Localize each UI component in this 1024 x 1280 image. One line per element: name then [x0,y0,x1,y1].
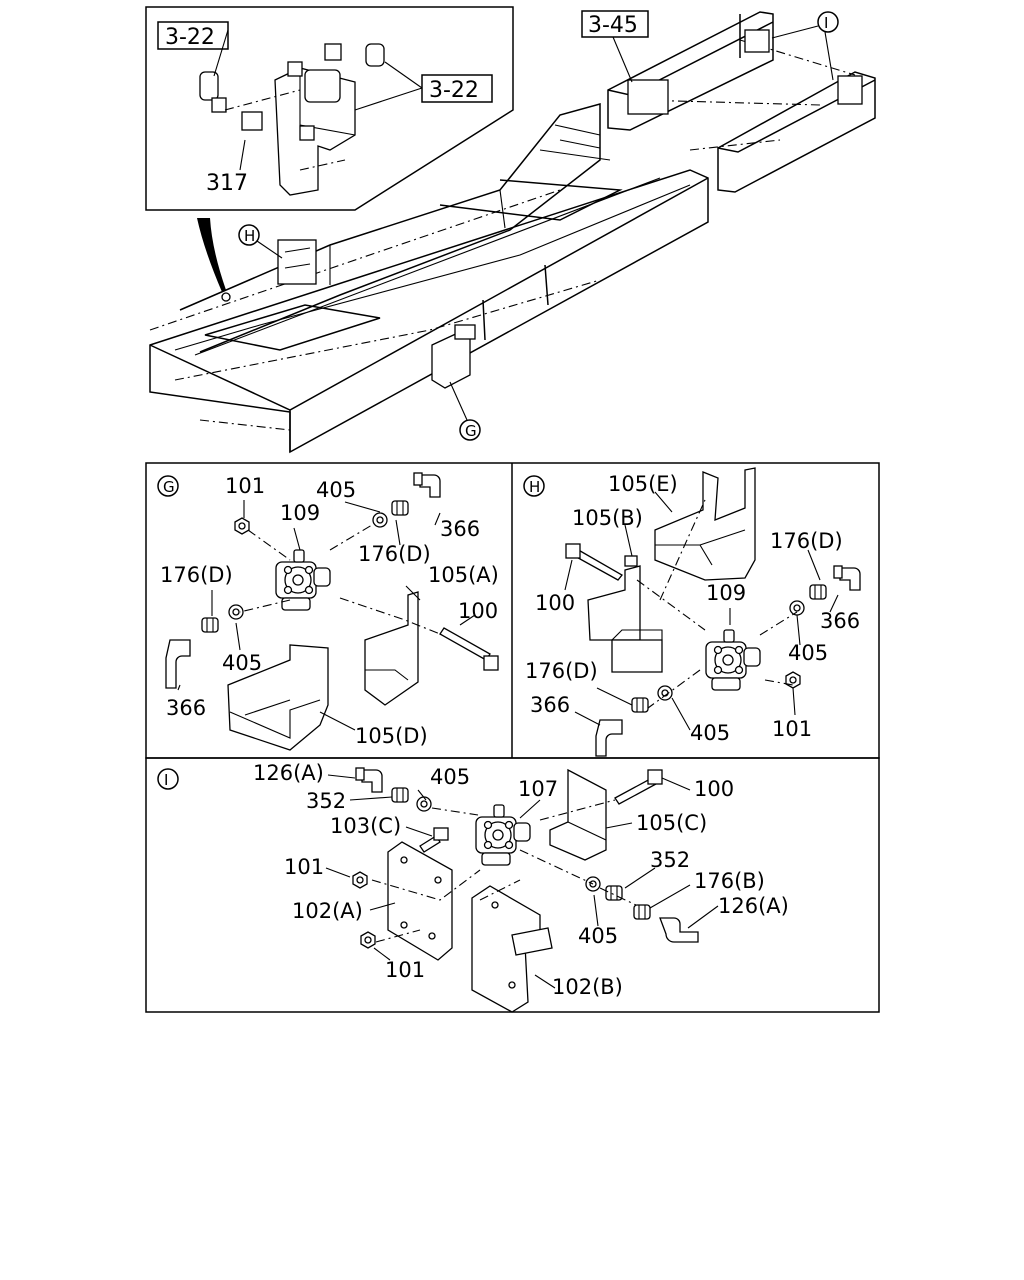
rear-frame: 3-45 I [581,10,876,193]
fitting-352-mid[interactable] [605,885,623,901]
frame-rails [149,103,709,454]
washer-405-lower[interactable] [228,604,244,620]
g-label-176d-lower: 176(D) [160,563,233,587]
fitting-176d-lower[interactable] [201,617,219,633]
h-label-105e: 105(E) [608,472,678,496]
panel-i-marker [157,768,179,790]
view-marker-g-top-label[interactable]: G [465,422,477,440]
i-label-102b: 102(B) [552,975,623,999]
view-marker-h-top[interactable] [238,224,260,246]
i-label-405-bottom: 405 [578,924,618,948]
part-317-label: 317 [206,171,248,196]
bracket-105d[interactable] [227,644,329,751]
i-label-105c: 105(C) [636,811,707,835]
fitting-176b[interactable] [633,904,651,920]
view-marker-g-top[interactable] [459,419,481,441]
i-label-405-top: 405 [430,765,470,789]
ref-3-22-a[interactable]: 3-22 [165,25,215,50]
panel-h: H 105(E) 105(B) 176(D) 100 109 366 405 1… [523,467,861,757]
washer-405-top[interactable] [416,796,432,812]
washer-405-h-lower[interactable] [657,685,673,701]
h-label-366-upper: 366 [820,609,860,633]
g-label-366-lower: 366 [166,696,206,720]
g-label-405-upper: 405 [316,478,356,502]
ref-3-22-b[interactable]: 3-22 [429,78,479,103]
ref-3-45[interactable]: 3-45 [588,13,638,38]
g-label-100: 100 [458,599,498,623]
h-label-366-lower: 366 [530,693,570,717]
nut-101-top[interactable] [352,871,368,889]
panel-g-marker-label: G [163,478,175,496]
ref-box-3-45[interactable] [581,10,649,38]
i-label-352-top: 352 [306,789,346,813]
g-label-101: 101 [225,474,265,498]
view-marker-h-top-label[interactable]: H [244,227,255,245]
h-label-405-upper: 405 [788,641,828,665]
washer-405-h-upper[interactable] [789,600,805,616]
bracket-105b[interactable] [587,565,641,641]
fitting-352-top[interactable] [391,787,409,803]
panel-i: I 126(A) 405 352 107 100 103(C) 105(C) 1… [157,761,789,1013]
elbow-366-h-lower[interactable] [595,719,623,757]
i-label-176b: 176(B) [694,869,765,893]
panel-h-marker-label: H [529,478,540,496]
elbow-366-lower[interactable] [165,639,191,689]
fitting-176d-h-lower[interactable] [631,697,649,713]
g-label-105a: 105(A) [428,563,499,587]
nut-101[interactable] [234,517,250,535]
view-marker-i-top[interactable] [817,11,839,33]
elbow-366-upper[interactable] [413,472,441,498]
nut-101-bottom[interactable] [360,931,376,949]
h-label-176d-lower: 176(D) [525,659,598,683]
i-label-126a-bottom: 126(A) [718,894,789,918]
i-label-101-top: 101 [284,855,324,879]
i-label-100: 100 [694,777,734,801]
relay-valve-107[interactable] [475,804,531,866]
washer-405-upper[interactable] [372,512,388,528]
view-arrow [197,218,226,292]
i-label-103c: 103(C) [330,814,401,838]
ref-box-3-22-a[interactable] [157,21,229,50]
view-marker-i-top-label[interactable]: I [824,14,828,32]
elbow-126a-bottom[interactable] [659,917,699,943]
i-label-101-bottom: 101 [385,958,425,982]
g-label-366-upper: 366 [440,517,480,541]
bracket-105c[interactable] [549,768,607,861]
h-label-101: 101 [772,717,812,741]
inset-valve-assembly [199,29,423,196]
bracket-105a[interactable] [364,591,419,706]
elbow-366-h-upper[interactable] [833,565,861,591]
i-label-102a: 102(A) [292,899,363,923]
fitting-176d-h-upper[interactable] [809,584,827,600]
g-label-176d-upper: 176(D) [358,542,431,566]
h-label-109: 109 [706,581,746,605]
h-label-176d-upper: 176(D) [770,529,843,553]
i-label-107: 107 [518,777,558,801]
panel-g-marker [157,475,179,497]
relay-valve-109-h[interactable] [705,629,761,691]
i-label-126a-top: 126(A) [253,761,324,785]
panel-i-marker-label: I [164,771,168,789]
h-label-100: 100 [535,591,575,615]
fitting-176d-upper[interactable] [391,500,409,516]
panel-g: G 101 405 109 366 176(D) 176(D) 105(A) 1… [157,472,499,751]
bracket-105e[interactable] [654,467,756,581]
g-label-109: 109 [280,501,320,525]
h-label-405-lower: 405 [690,721,730,745]
nut-101-h[interactable] [785,671,801,689]
inset-box [145,6,514,211]
g-label-405-lower: 405 [222,651,262,675]
elbow-126a-top[interactable] [355,767,383,793]
panel-h-marker [523,475,545,497]
chassis-frame-view: 3-22 3-22 317 [145,6,876,454]
i-label-352-mid: 352 [650,848,690,872]
g-label-105d: 105(D) [355,724,428,748]
plate-102a[interactable] [387,841,453,961]
h-label-105b: 105(B) [572,506,643,530]
bolt-100[interactable] [439,627,491,661]
